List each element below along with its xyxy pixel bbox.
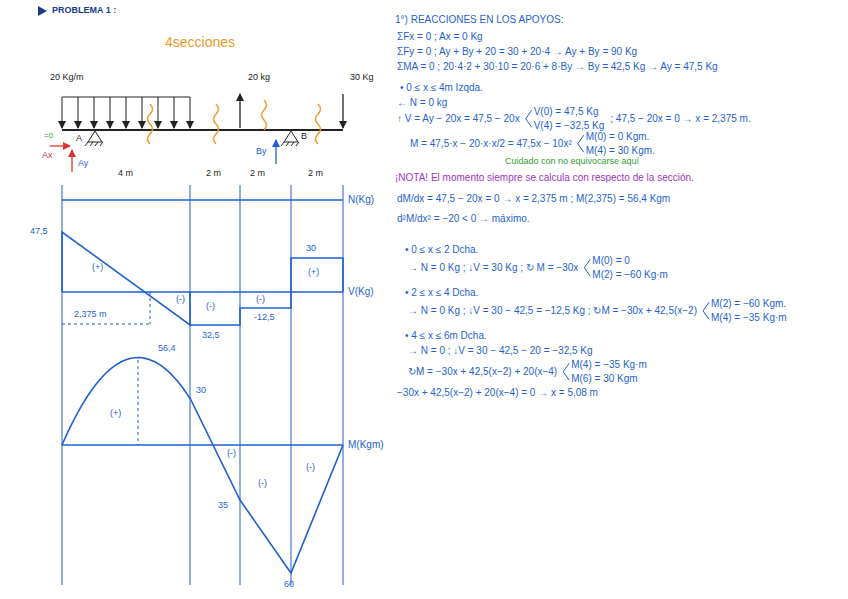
equation: M(0) = 0	[592, 255, 630, 267]
equation: M(6) = 30 Kgm	[571, 373, 637, 385]
guide-line	[62, 292, 150, 445]
value-label: 30	[196, 385, 206, 395]
support-b	[284, 131, 298, 142]
support-hatch	[85, 142, 103, 146]
sign-label: (-)	[256, 294, 265, 304]
reaction-label: Ax	[42, 150, 53, 160]
equation: ΣFy = 0 ; Ay + By + 20 = 30 + 20·4 → Ay …	[397, 46, 637, 58]
range-heading: • 2 ≤ x ≤ 4 Dcha.	[405, 287, 478, 299]
load-arrow	[142, 97, 143, 128]
equation: ΣMA = 0 ; 20·4·2 + 30·10 = 20·6 + 8·By →…	[397, 61, 718, 73]
sign-label: (+)	[110, 408, 121, 418]
sign-label: (+)	[308, 267, 319, 277]
equation: dM/dx = 47,5 − 20x = 0 → x = 2,375 m ; M…	[397, 193, 670, 205]
value-label: -12,5	[254, 312, 275, 322]
reaction-label: Ay	[78, 158, 88, 168]
load-label: 20 Kg/m	[50, 72, 84, 82]
load-arrow	[126, 97, 127, 128]
value-label: 30	[306, 243, 316, 253]
equation: ↑ V = Ay − 20x = 47,5 − 20x	[397, 113, 520, 125]
section-heading: 1°) REACCIONES EN LOS APOYOS:	[395, 14, 564, 26]
support-a	[88, 131, 102, 142]
equation: → N = 0 ; ↓V = 30 − 42,5 − 20 = −32,5 Kg	[408, 345, 593, 357]
range-heading: • 4 ≤ x ≤ 6m Dcha.	[405, 330, 487, 342]
problem-title: PROBLEMA 1 :	[52, 5, 116, 15]
internal-force-diagrams	[62, 200, 343, 573]
diagram-grid	[62, 185, 343, 585]
warning-note: Cuidado con no equivocarse aquí	[505, 156, 639, 166]
title-bullet	[38, 6, 47, 16]
load-arrow	[174, 97, 175, 128]
sign-label: (-)	[176, 294, 185, 304]
point-load	[342, 94, 343, 128]
support-label: A	[76, 133, 82, 143]
load-arrow	[62, 97, 63, 128]
load-label: 30 Kg	[350, 72, 374, 82]
value-label: 47,5	[30, 226, 48, 236]
section-note: 4secciones	[165, 34, 235, 50]
equation: ; 47,5 − 20x = 0 → x = 2,375 m.	[610, 113, 750, 125]
value-bracket	[584, 259, 590, 276]
load-arrow	[110, 97, 111, 128]
load-arrow	[78, 97, 79, 128]
equation: −30x + 42,5(x−2) + 20(x−4) = 0 → x = 5,0…	[397, 387, 598, 399]
equation: M(0) = 0 Kgm.	[586, 131, 650, 143]
load-arrow	[94, 97, 95, 128]
equation: → N = 0 Kg ; ↓V = 30 Kg ; ↻ M = −30x	[408, 262, 578, 274]
reaction-label: By	[256, 146, 267, 156]
equation: ΣFx = 0 ; Ax = 0 Kg	[397, 31, 483, 43]
sign-label: (+)	[92, 262, 103, 272]
reaction-note: =0	[44, 131, 53, 140]
value-bracket	[563, 363, 569, 380]
equation: M(4) = −35 Kg·m	[571, 359, 647, 371]
value-bracket	[578, 135, 584, 152]
support-label: B	[301, 131, 307, 141]
point-load	[239, 94, 240, 128]
load-arrow	[158, 97, 159, 128]
equation: M = 47,5·x − 20·x·x/2 = 47,5x − 10x²	[410, 138, 572, 150]
equation: V(0) = 47,5 Kg	[534, 106, 599, 118]
value-bracket	[703, 302, 709, 319]
value-label: 35	[218, 500, 228, 510]
axis-label: N(Kg)	[348, 194, 374, 206]
equation: → N = 0 Kg ; ↓V = 30 − 42,5 = −12,5 Kg ;…	[408, 305, 697, 317]
dimension: 2 m	[206, 168, 221, 178]
value-bracket	[526, 110, 532, 127]
equation: M(2) = −60 Kgm.	[711, 298, 786, 310]
sign-label: (-)	[306, 462, 315, 472]
axis-label: M(Kgm)	[348, 439, 384, 451]
equation: M(2) = −60 Kg·m	[592, 269, 668, 281]
equation: V(4) = −32,5 Kg	[534, 120, 605, 132]
equation: M(4) = 30 Kgm.	[586, 145, 655, 157]
note: ¡NOTA! El momento siempre se calcula con…	[395, 172, 694, 184]
range-heading: • 0 ≤ x ≤ 2 Dcha.	[405, 244, 478, 256]
reaction-arrow	[71, 150, 72, 172]
sign-label: (-)	[206, 301, 215, 311]
sign-label: (-)	[258, 478, 267, 488]
value-label: 56,4	[158, 343, 176, 353]
section-cut	[148, 100, 321, 144]
load-label: 20 kg	[248, 72, 270, 82]
value-label: 32,5	[202, 330, 220, 340]
equation: ↻M = −30x + 42,5(x−2) + 20(x−4)	[408, 366, 557, 378]
sign-label: (-)	[227, 448, 236, 458]
value-label: 60	[284, 579, 294, 589]
dimension: 2 m	[308, 168, 323, 178]
reaction-arrow	[275, 140, 276, 164]
reaction-arrow	[50, 145, 70, 146]
dimension: 2,375 m	[74, 309, 107, 319]
range-heading: • 0 ≤ x ≤ 4m Izqda.	[400, 82, 483, 94]
distributed-load	[62, 97, 190, 128]
axis-label: V(Kg)	[348, 286, 374, 298]
load-top	[62, 96, 190, 97]
load-arrow	[190, 97, 191, 128]
support-hatch	[281, 142, 299, 146]
equation: ← N = 0 kg	[397, 97, 447, 109]
dimension: 4 m	[118, 168, 133, 178]
dimension: 2 m	[250, 168, 265, 178]
equation: M(4) = −35 Kg·m	[711, 312, 787, 324]
beam	[62, 129, 343, 131]
equation: d²M/dx² = −20 < 0 → máximo.	[397, 213, 530, 225]
